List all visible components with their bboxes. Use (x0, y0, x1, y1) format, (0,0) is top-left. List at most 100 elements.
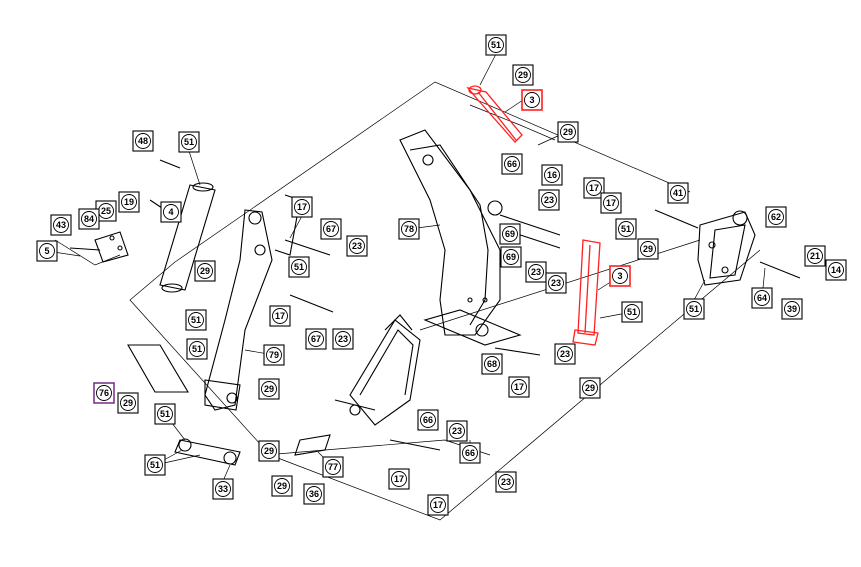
callout-number: 16 (547, 170, 557, 180)
callout-circle (266, 347, 282, 363)
callout-number: 51 (491, 40, 501, 50)
callout-51: 51 (144, 454, 166, 476)
callout-number: 66 (423, 415, 433, 425)
callout-circle (670, 185, 686, 201)
callout-circle (511, 379, 527, 395)
callout-79: 79 (263, 344, 285, 366)
callout-circle (135, 133, 151, 149)
callout-circle (294, 199, 310, 215)
callout-circle (503, 249, 519, 265)
callout-number: 17 (514, 382, 524, 392)
callout-circle (624, 304, 640, 320)
callout-51: 51 (615, 218, 637, 240)
callout-67: 67 (305, 328, 327, 350)
callout-39: 39 (781, 298, 803, 320)
callout-51: 51 (683, 298, 705, 320)
callout-number: 51 (627, 307, 637, 317)
callout-51: 51 (185, 309, 207, 331)
callout-5: 5 (36, 240, 58, 262)
callout-number: 39 (787, 304, 797, 314)
callout-number: 48 (138, 136, 148, 146)
callout-number: 17 (606, 198, 616, 208)
callout-64: 64 (751, 287, 773, 309)
callout-circle (96, 385, 112, 401)
callout-number: 36 (309, 489, 319, 499)
callout-number: 64 (757, 293, 767, 303)
callout-circle (640, 241, 656, 257)
callout-number: 23 (452, 426, 462, 436)
callout-circle (515, 67, 531, 83)
assembly-outline (54, 81, 761, 521)
callout-17: 17 (388, 468, 410, 490)
callout-circle (768, 209, 784, 225)
callout-number: 29 (200, 266, 210, 276)
pins (149, 199, 801, 451)
callout-number: 5 (44, 246, 49, 256)
callout-19: 19 (118, 191, 140, 213)
callout-84: 84 (78, 208, 100, 230)
callout-circle (274, 478, 290, 494)
callout-circle (502, 226, 518, 242)
right-mount-bracket-62 (697, 210, 756, 286)
callout-23: 23 (332, 328, 354, 350)
callout-51: 51 (288, 256, 310, 278)
callout-circle (586, 180, 602, 196)
callout-23: 23 (545, 272, 567, 294)
callout-circle (308, 331, 324, 347)
callout-51: 51 (621, 301, 643, 323)
callout-number: 23 (531, 267, 541, 277)
callout-number: 4 (168, 207, 173, 217)
callout-17: 17 (600, 192, 622, 214)
callout-number: 3 (617, 271, 622, 281)
callout-number: 25 (101, 206, 111, 216)
callout-circle (828, 262, 844, 278)
callout-25: 25 (95, 200, 117, 222)
callout-number: 29 (518, 70, 528, 80)
callout-29: 29 (271, 475, 293, 497)
callout-41: 41 (667, 182, 689, 204)
callout-number: 69 (506, 252, 516, 262)
callout-circle (335, 331, 351, 347)
callout-number: 77 (328, 462, 338, 472)
callout-circle (349, 238, 365, 254)
callout-number: 14 (831, 265, 841, 275)
callout-68: 68 (481, 353, 503, 375)
callout-29: 29 (637, 238, 659, 260)
callout-circle (541, 192, 557, 208)
callout-number: 66 (507, 159, 517, 169)
callout-number: 68 (487, 359, 497, 369)
callout-51: 51 (154, 403, 176, 425)
callout-23: 23 (346, 235, 368, 257)
callout-number: 67 (311, 334, 321, 344)
callout-number: 29 (264, 446, 274, 456)
left-bracket (69, 231, 129, 263)
callout-69: 69 (500, 246, 522, 268)
callout-circle (157, 406, 173, 422)
callout-circle (81, 211, 97, 227)
callout-number: 29 (643, 244, 653, 254)
lower-cross-tube (127, 344, 331, 466)
callout-14: 14 (825, 259, 847, 281)
callout-77: 77 (322, 456, 344, 478)
callout-circle (323, 221, 339, 237)
lift-arm-79 (204, 194, 301, 411)
callout-number: 29 (585, 383, 595, 393)
callout-23: 23 (446, 420, 468, 442)
lower-cylinder-3 (572, 239, 601, 346)
main-frame-78 (399, 129, 522, 346)
callout-43: 43 (50, 214, 72, 236)
callout-number: 29 (123, 398, 133, 408)
callout-circle (449, 423, 465, 439)
callout-circle (754, 290, 770, 306)
callout-circle (53, 217, 69, 233)
callout-number: 23 (551, 278, 561, 288)
callout-51: 51 (485, 34, 507, 56)
callout-51: 51 (178, 131, 200, 153)
callout-number: 51 (192, 344, 202, 354)
callout-circle (488, 37, 504, 53)
callout-62: 62 (765, 206, 787, 228)
callout-circle (686, 301, 702, 317)
callout-number: 3 (529, 95, 534, 105)
callout-circle (504, 156, 520, 172)
callout-circle (261, 443, 277, 459)
